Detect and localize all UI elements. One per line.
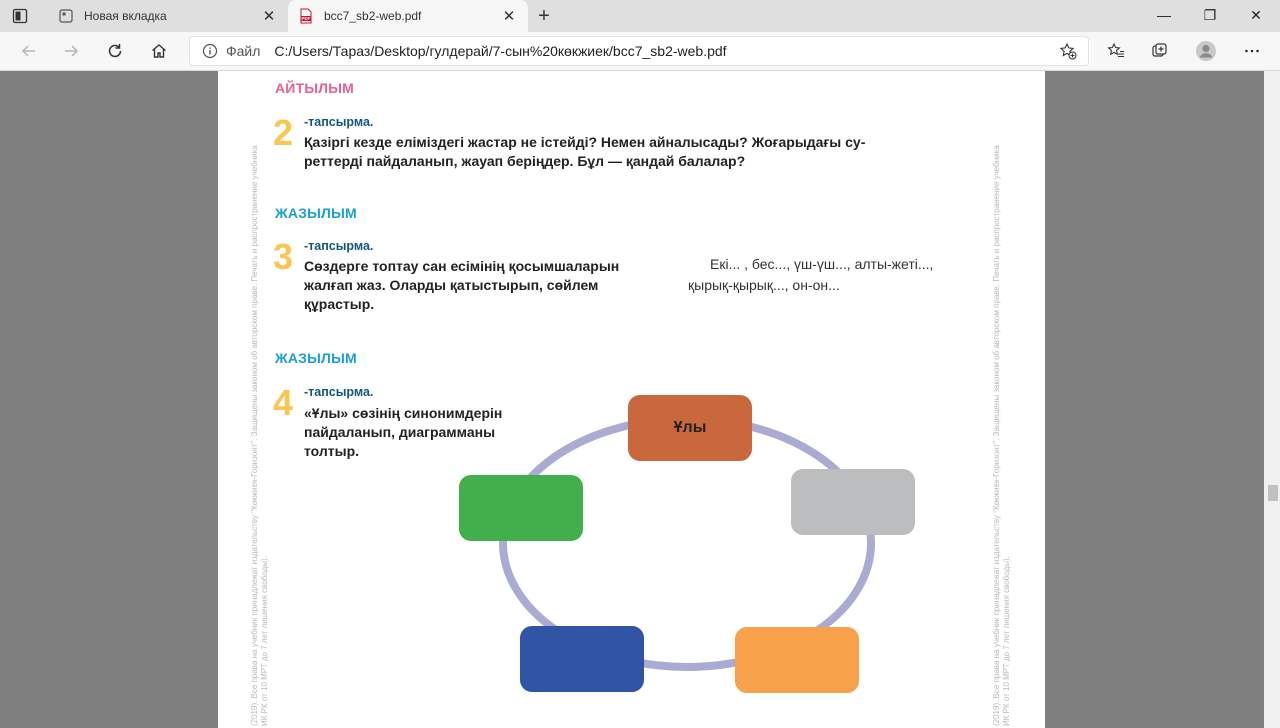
minimize-icon[interactable]: —: [1157, 7, 1171, 23]
restore-icon[interactable]: ❐: [1203, 6, 1217, 23]
tab-title: bcc7_sb2-web.pdf: [324, 9, 422, 23]
browser-toolbar: Файл C:/Users/Тараз/Desktop/гулдерай/7-с…: [0, 32, 1280, 71]
pdf-page: (2019). Все права на учебник принадлежат…: [218, 71, 1045, 728]
profile-icon[interactable]: [1191, 36, 1221, 66]
tab-actions-icon[interactable]: [10, 6, 30, 26]
section-heading: ЖАЗЫЛЫМ: [275, 350, 357, 366]
svg-text:PDF: PDF: [302, 16, 311, 21]
diagram-box-empty[interactable]: [791, 469, 915, 535]
copyright-side-text: ИК РК от 10 МРТ до 7 лет лишения свободы…: [260, 556, 269, 726]
section-heading: ЖАЗЫЛЫМ: [275, 205, 357, 221]
copyright-side-text: ИК РК от 10 МРТ до 7 лет лишения свободы…: [1002, 556, 1011, 726]
scroll-thumb[interactable]: [1268, 485, 1278, 501]
task-text: «Ұлы» сөзінің синонимдерін пайдаланып, д…: [304, 405, 503, 459]
copyright-side-text: (2019). Все права на учебник принадлежат…: [992, 145, 1001, 726]
tab-new-tab[interactable]: Новая вкладка ✕: [46, 0, 288, 32]
url-text[interactable]: C:/Users/Тараз/Desktop/гулдерай/7-сын%20…: [274, 43, 727, 59]
home-icon[interactable]: [144, 36, 174, 66]
task-number: 4: [273, 382, 294, 423]
window-close-icon[interactable]: ✕: [1250, 6, 1262, 23]
new-tab-icon[interactable]: +: [538, 4, 550, 27]
collections-icon[interactable]: [1145, 36, 1175, 66]
diagram-box-empty[interactable]: [735, 627, 859, 693]
tab-title: Новая вкладка: [84, 9, 167, 23]
forward-icon[interactable]: [56, 36, 86, 66]
copyright-side-text: (2019). Все права на учебник принадлежат…: [250, 145, 259, 726]
task-text: Қазіргі кезде еліміздегі жастар не істей…: [304, 134, 866, 169]
task-label: -тапсырма.: [304, 239, 374, 253]
page-icon: [58, 8, 74, 24]
scrollbar[interactable]: [1264, 71, 1280, 728]
word-list: Екі... , бес..., үш-үш..., алты-жеті...,…: [688, 256, 934, 293]
info-icon[interactable]: [202, 43, 218, 59]
task-text: Сөздерге топтау сан есімінің қосымшалары…: [304, 258, 620, 312]
add-favorite-icon[interactable]: [1054, 39, 1082, 63]
back-icon[interactable]: [14, 36, 44, 66]
reload-icon[interactable]: [100, 36, 130, 66]
diagram-box-empty[interactable]: [459, 475, 583, 541]
task-label: -тапсырма.: [304, 385, 374, 399]
scheme-label: Файл: [226, 43, 261, 59]
tab-strip: Новая вкладка ✕ PDF bcc7_sb2-web.pdf ✕ +…: [0, 0, 1280, 32]
close-tab-icon[interactable]: ✕: [502, 8, 516, 25]
tab-pdf[interactable]: PDF bcc7_sb2-web.pdf ✕: [288, 0, 528, 32]
pdf-viewer[interactable]: (2019). Все права на учебник принадлежат…: [0, 71, 1280, 728]
task-label: -тапсырма.: [304, 115, 374, 129]
diagram-box-empty[interactable]: [520, 626, 644, 692]
task-number: 3: [273, 236, 294, 277]
more-icon[interactable]: [1237, 36, 1267, 66]
favorites-icon[interactable]: [1101, 36, 1131, 66]
section-heading: АЙТЫЛЫМ: [275, 80, 355, 96]
address-bar[interactable]: Файл C:/Users/Тараз/Desktop/гулдерай/7-с…: [189, 36, 1089, 66]
task-number: 2: [273, 112, 294, 153]
diagram-box-main[interactable]: Ұлы: [628, 395, 752, 461]
pdf-icon: PDF: [298, 8, 314, 24]
close-tab-icon[interactable]: ✕: [262, 8, 276, 25]
